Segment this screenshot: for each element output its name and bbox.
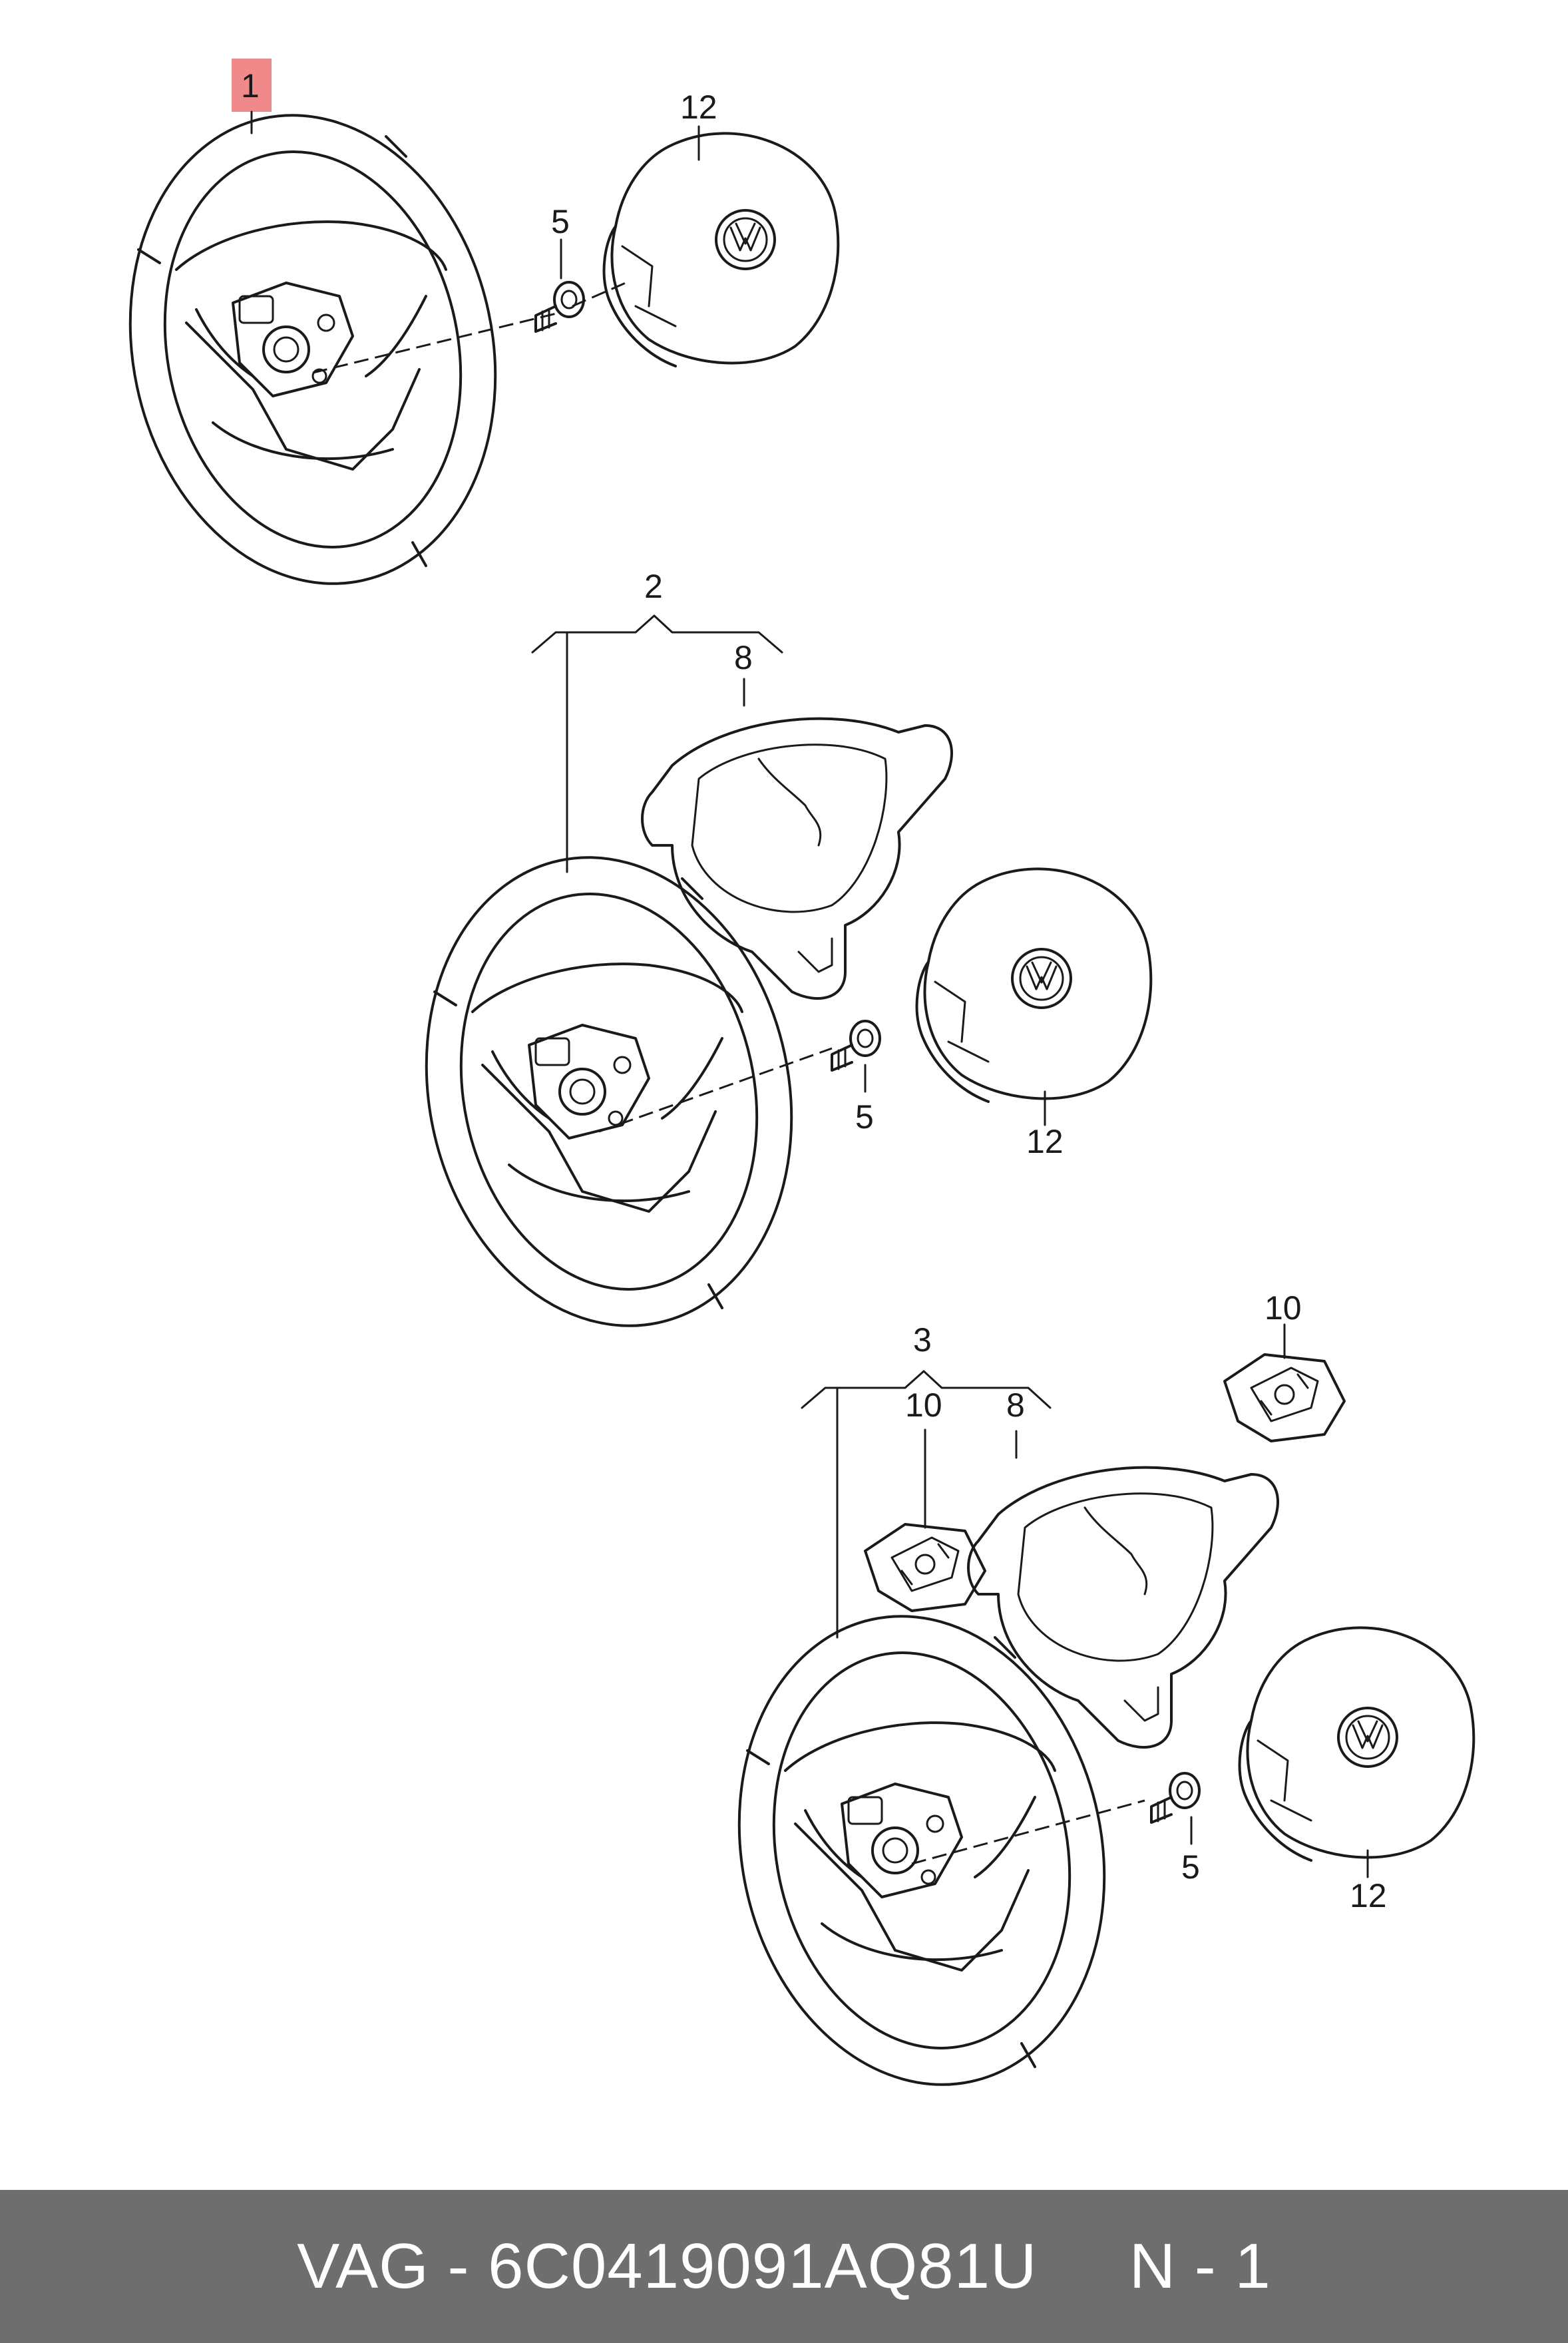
- switch-module-right: [1223, 1353, 1346, 1442]
- bracket-3: [801, 1370, 1052, 1409]
- steering-screw-top: [534, 281, 585, 333]
- callout-2: 2: [644, 568, 663, 605]
- callout-10-left: 10: [905, 1386, 942, 1424]
- callout-5-mid: 5: [855, 1098, 874, 1136]
- callout-5-top: 5: [551, 203, 570, 240]
- callout-8-bottom: 8: [1006, 1386, 1025, 1424]
- vw-logo-icon: [1337, 1707, 1398, 1768]
- footer-page: N - 1: [1129, 2231, 1271, 2302]
- highlight-box: [232, 59, 272, 112]
- steering-wheel-3: [695, 1580, 1148, 2121]
- callout-1: 1: [241, 67, 260, 105]
- steering-wheel-2: [383, 821, 835, 1362]
- callout-3: 3: [913, 1321, 932, 1359]
- vw-logo-icon: [715, 209, 776, 270]
- airbag-unit-bottom: [1238, 1626, 1475, 1862]
- steering-wheel-1: [87, 79, 539, 620]
- callout-12-mid: 12: [1026, 1123, 1064, 1160]
- vw-logo-icon: [1011, 948, 1072, 1009]
- callout-10-right: 10: [1265, 1289, 1302, 1327]
- trim-cover-mid: [641, 717, 953, 1000]
- callout-12-bottom: 12: [1350, 1877, 1387, 1914]
- bracket-2: [531, 614, 783, 654]
- trim-cover-bottom: [967, 1466, 1279, 1749]
- callout-8-mid: 8: [734, 639, 753, 676]
- footer-part-number: 6C0419091AQ81U: [488, 2231, 1038, 2302]
- footer-separator: -: [429, 2231, 489, 2302]
- footer-bar: VAG - 6C0419091AQ81U N - 1: [0, 2190, 1568, 2343]
- footer-gap: [1037, 2230, 1129, 2303]
- footer-brand: VAG: [297, 2231, 429, 2302]
- parts-diagram: 1 5 12 2 8 5 12 3 10 8 10 5: [87, 59, 1475, 2121]
- steering-screw-bottom: [1150, 1772, 1201, 1824]
- callout-12-top: 12: [680, 89, 717, 126]
- airbag-unit-top: [602, 132, 840, 367]
- steering-screw-mid: [831, 1020, 881, 1072]
- callout-5-bottom: 5: [1181, 1848, 1200, 1886]
